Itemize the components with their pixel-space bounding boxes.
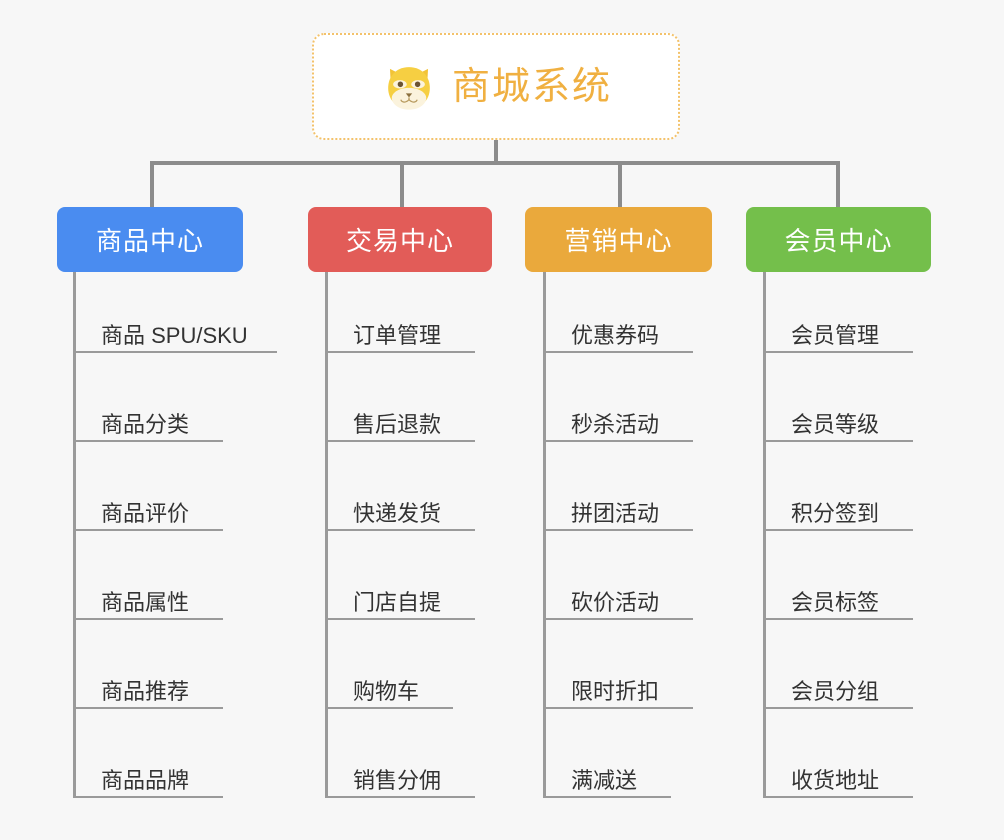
category-header-1-label: 商品中心: [95, 226, 204, 256]
connector-drop-col-4: [836, 161, 840, 207]
leaf-label: 售后退款: [353, 412, 442, 437]
leaf-rule: [543, 707, 693, 709]
leaf-label: 商品分类: [101, 412, 190, 437]
leaf-label: 会员标签: [791, 590, 880, 615]
leaf-label: 限时折扣: [571, 679, 660, 704]
category-header-3[interactable]: 营销中心: [525, 207, 712, 272]
leaf-rule: [73, 796, 223, 798]
leaf-rule: [543, 796, 671, 798]
leaf-label: 收货地址: [791, 768, 880, 793]
connector-drop-col-2: [400, 161, 404, 207]
leaf-rule: [325, 796, 475, 798]
leaf-rule: [763, 707, 913, 709]
leaf-rule: [763, 440, 913, 442]
category-header-2-label: 交易中心: [345, 226, 454, 256]
connector-drop-col-3: [618, 161, 622, 207]
category-header-2[interactable]: 交易中心: [308, 207, 492, 272]
leaf-label: 满减送: [571, 768, 638, 793]
leaf-label: 会员管理: [791, 323, 880, 348]
leaf-rule: [763, 796, 913, 798]
leaf-label: 快递发货: [353, 501, 442, 526]
leaf-label: 秒杀活动: [571, 412, 660, 437]
leaf-rule: [543, 618, 693, 620]
leaf-label: 拼团活动: [571, 501, 660, 526]
leaf-rule: [73, 618, 223, 620]
leaf-rule: [325, 618, 475, 620]
leaf-rule: [763, 529, 913, 531]
leaf-rule: [325, 440, 475, 442]
category-header-4-label: 会员中心: [784, 226, 893, 256]
leaf-label: 积分签到: [791, 501, 880, 526]
leaf-label: 商品评价: [101, 501, 190, 526]
leaf-rule: [73, 351, 277, 353]
leaf-rule: [543, 351, 693, 353]
connector-horizontal-bus: [150, 161, 840, 165]
leaf-rule: [763, 618, 913, 620]
root-node[interactable]: 商城系统: [312, 33, 680, 140]
category-header-4[interactable]: 会员中心: [746, 207, 931, 272]
root-title: 商城系统: [451, 65, 612, 108]
category-header-3-label: 营销中心: [564, 226, 673, 256]
leaf-label: 销售分佣: [353, 768, 442, 793]
leaf-label: 商品品牌: [101, 768, 190, 793]
leaf-label: 购物车: [353, 679, 420, 704]
leaf-label: 砍价活动: [571, 590, 660, 615]
leaf-label: 门店自提: [353, 590, 442, 615]
leaf-label: 会员分组: [791, 679, 880, 704]
shiba-dog-icon: [380, 58, 438, 116]
leaf-rule: [543, 529, 693, 531]
leaf-label: 订单管理: [353, 323, 442, 348]
leaf-rule: [325, 351, 475, 353]
column-trunk-4: [763, 272, 766, 798]
leaf-label: 商品推荐: [101, 679, 190, 704]
column-trunk-1: [73, 272, 76, 798]
leaf-rule: [543, 440, 693, 442]
connector-drop-col-1: [150, 161, 154, 207]
column-trunk-3: [543, 272, 546, 798]
leaf-rule: [73, 529, 223, 531]
leaf-label: 商品 SPU/SKU: [101, 323, 248, 348]
column-trunk-2: [325, 272, 328, 798]
leaf-rule: [73, 707, 223, 709]
connector-root-stem: [494, 140, 498, 164]
leaf-rule: [325, 529, 475, 531]
category-header-1[interactable]: 商品中心: [57, 207, 243, 272]
leaf-label: 优惠券码: [571, 323, 660, 348]
leaf-label: 会员等级: [791, 412, 880, 437]
leaf-label: 商品属性: [101, 590, 190, 615]
leaf-rule: [763, 351, 913, 353]
leaf-rule: [73, 440, 223, 442]
leaf-rule: [325, 707, 453, 709]
